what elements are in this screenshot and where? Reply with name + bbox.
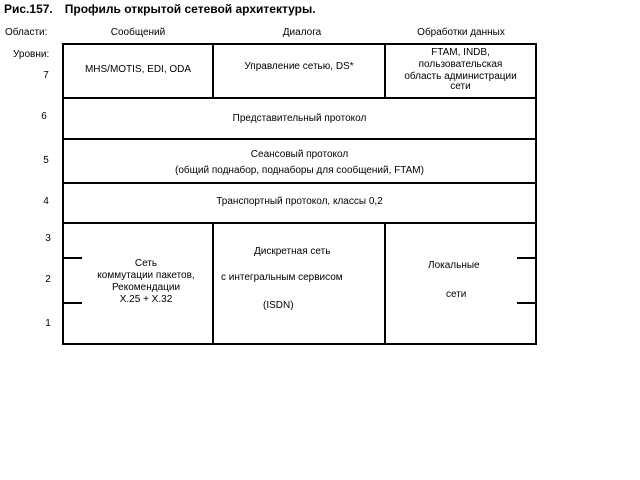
level-7-number: 7 [43, 70, 49, 81]
figure-title: Рис.157. Профиль открытой сетевой архитек… [4, 2, 316, 16]
isdn-line-3: (ISDN) [263, 300, 294, 311]
layer7-messages-text: MHS/MOTIS, EDI, ODA [84, 64, 192, 75]
area-header-dialog: Диалога [282, 27, 322, 38]
tick-right-upper [517, 257, 535, 259]
isdn-line-2: с интегральным сервисом [221, 272, 343, 283]
lower-divider-1 [212, 222, 214, 345]
layer7-data-line-1: FTAM, INDB, [431, 47, 490, 58]
figure-number: Рис.157. [4, 2, 53, 16]
layer7-data-line-2: пользовательская [418, 59, 503, 70]
isdn-line-1: Дискретная сеть [254, 246, 331, 257]
layer7-data-line-4: сети [450, 81, 471, 92]
packet-line-4: X.25 + X.32 [119, 294, 173, 305]
level-2-number: 2 [45, 274, 51, 285]
layer6-presentation-protocol: Представительный протокол [232, 113, 367, 124]
area-header-messages: Сообщений [110, 27, 166, 38]
tick-left-upper [64, 257, 82, 259]
packet-line-1: Сеть [134, 258, 158, 269]
packet-line-3: Рекомендации [111, 282, 181, 293]
layer4-transport-protocol: Транспортный протокол, классы 0,2 [216, 196, 383, 207]
local-networks-line-1: Локальные [428, 260, 480, 271]
area-header-data-processing: Обработки данных [417, 27, 505, 38]
packet-line-2: коммутации пакетов, [97, 270, 195, 281]
layer5-line-2: (общий поднабор, поднаборы для сообщений… [175, 165, 424, 176]
local-networks-line-2: сети [446, 289, 467, 300]
layer5-session-protocol: Сеансовый протокол (общий поднабор, подн… [64, 149, 535, 177]
level-4-number: 4 [43, 196, 49, 207]
layer7-data-text: FTAM, INDB, пользовательская область адм… [386, 47, 535, 92]
layer7-dialog-text: Управление сетью, DS* [244, 61, 354, 72]
lower-divider-2 [384, 222, 386, 345]
tick-left-lower [64, 302, 82, 304]
level-5-number: 5 [43, 155, 49, 166]
lower-layers-box [62, 222, 537, 345]
levels-label: Уровни: [13, 49, 50, 60]
level-1-number: 1 [45, 318, 51, 329]
level-6-number: 6 [41, 111, 47, 122]
figure-caption: Профиль открытой сетевой архитектуры. [64, 2, 316, 16]
areas-label: Области: [5, 27, 48, 38]
layer5-line-1: Сеансовый протокол [250, 149, 349, 160]
tick-right-lower [517, 302, 535, 304]
layer7-data-line-3: область администрации [404, 71, 517, 82]
level-3-number: 3 [45, 233, 51, 244]
packet-switched-network: Сеть коммутации пакетов, Рекомендации X.… [80, 258, 212, 306]
